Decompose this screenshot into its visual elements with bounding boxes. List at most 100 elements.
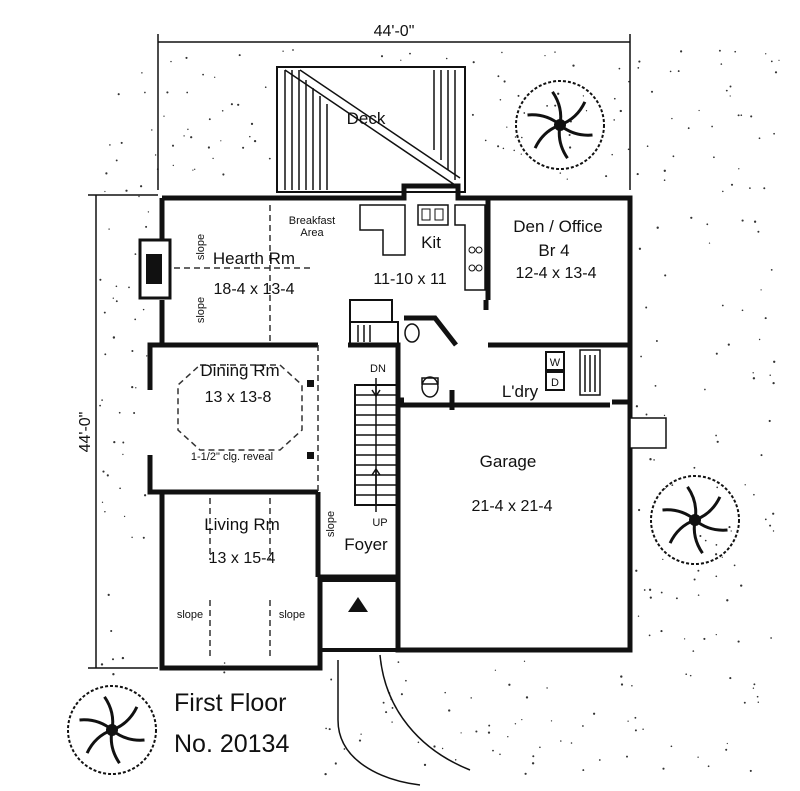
stipple-dot: [642, 728, 644, 731]
stipple-dot: [730, 183, 734, 186]
stipple-dot: [104, 510, 106, 513]
stipple-dot: [664, 487, 666, 490]
stipple-dot: [151, 129, 153, 131]
stipple-dot: [238, 54, 241, 57]
stipple-dot: [635, 569, 638, 572]
stipple-dot: [99, 278, 102, 281]
stipple-dot: [706, 223, 709, 226]
stipple-dot: [698, 109, 700, 112]
stipple-dot: [123, 515, 126, 518]
stipple-dot: [716, 486, 719, 489]
stipple-dot: [102, 470, 105, 473]
stipple-dot: [568, 146, 572, 149]
stipple-dot: [391, 721, 393, 723]
stipple-dot: [499, 753, 501, 756]
stipple-dot: [513, 149, 515, 152]
stipple-dot: [752, 372, 754, 374]
stipple-dot: [582, 95, 585, 97]
stipple-dot: [221, 110, 224, 112]
stipple-dot: [484, 139, 487, 142]
stipple-dot: [737, 640, 740, 643]
stipple-dot: [752, 377, 756, 380]
stipple-dot: [692, 650, 695, 652]
stipple-dot: [242, 146, 245, 149]
stipple-dot: [643, 589, 646, 591]
stipple-dot: [417, 741, 420, 744]
stipple-dot: [645, 306, 648, 309]
stipple-dot: [539, 746, 541, 749]
stipple-dot: [131, 349, 134, 353]
stipple-dot: [334, 762, 337, 765]
stipple-dot: [765, 53, 767, 55]
stipple-dot: [753, 493, 755, 496]
stipple-dot: [648, 634, 651, 637]
stipple-dot: [613, 97, 616, 100]
stipple-dot: [524, 772, 527, 775]
stipple-dot: [154, 154, 157, 156]
stipple-dot: [725, 748, 728, 751]
interior-walls: [162, 198, 630, 577]
stipple-dot: [131, 386, 134, 389]
deck: Deck: [276, 66, 466, 193]
dining-room-size: 13 x 13-8: [205, 389, 272, 406]
stipple-dot: [683, 638, 686, 640]
stipple-dot: [282, 50, 284, 52]
stipple-dot: [128, 286, 130, 289]
stipple-dot: [112, 297, 114, 299]
stipple-dot: [721, 304, 724, 307]
stipple-dot: [382, 701, 385, 704]
stipple-dot: [715, 544, 718, 546]
stipple-dot: [770, 637, 772, 639]
stipple-dot: [109, 144, 111, 146]
dashed-ceiling-lines: [174, 205, 319, 660]
stipple-dot: [721, 556, 723, 558]
stipple-dot: [514, 723, 517, 725]
stipple-dot: [115, 300, 118, 303]
stipple-dot: [119, 487, 121, 490]
stipple-dot: [134, 253, 137, 255]
stipple-dot: [726, 742, 728, 745]
stipple-dot: [605, 175, 608, 178]
stipple-dot: [757, 230, 760, 233]
entry-porch: [318, 578, 471, 786]
stipple-dot: [171, 144, 175, 147]
stipple-dot: [391, 706, 394, 709]
stipple-dot: [397, 661, 400, 663]
stipple-dot: [620, 683, 624, 686]
stipple-dot: [638, 247, 642, 250]
stipple-dot: [626, 755, 628, 758]
stipple-dot: [111, 658, 115, 661]
stipple-dot: [122, 441, 125, 444]
landscape-stipple: [99, 49, 780, 776]
stipple-dot: [134, 318, 137, 321]
stipple-dot: [546, 687, 548, 689]
stipple-dot: [620, 675, 623, 678]
side-dimension-line: 44'-0": [77, 194, 158, 669]
plan-number: No. 20134: [174, 730, 289, 758]
depth-dimension: 44'-0": [77, 412, 94, 453]
stipple-dot: [122, 453, 124, 456]
stipple-dot: [328, 728, 331, 731]
stipple-dot: [554, 51, 556, 53]
stipple-dot: [110, 629, 113, 633]
stipple-dot: [768, 419, 771, 423]
stipple-dot: [627, 720, 629, 722]
stipple-dot: [671, 484, 674, 486]
stipple-dot: [671, 117, 673, 120]
stipple-dot: [531, 762, 535, 765]
stipple-dot: [689, 674, 692, 677]
stipple-dot: [697, 756, 699, 758]
stipple-dot: [770, 60, 773, 63]
stipple-dot: [503, 80, 506, 83]
stipple-dot: [101, 399, 103, 401]
stipple-dot: [737, 114, 740, 117]
dining-room-label: Dining Rm: [200, 361, 279, 380]
stipple-dot: [756, 695, 759, 698]
stipple-dot: [460, 732, 462, 734]
stipple-dot: [186, 91, 189, 94]
stipple-dot: [635, 405, 639, 408]
slope-label: slope: [325, 511, 337, 537]
stipple-dot: [749, 187, 751, 189]
living-room-size: 13 x 15-4: [209, 550, 276, 567]
